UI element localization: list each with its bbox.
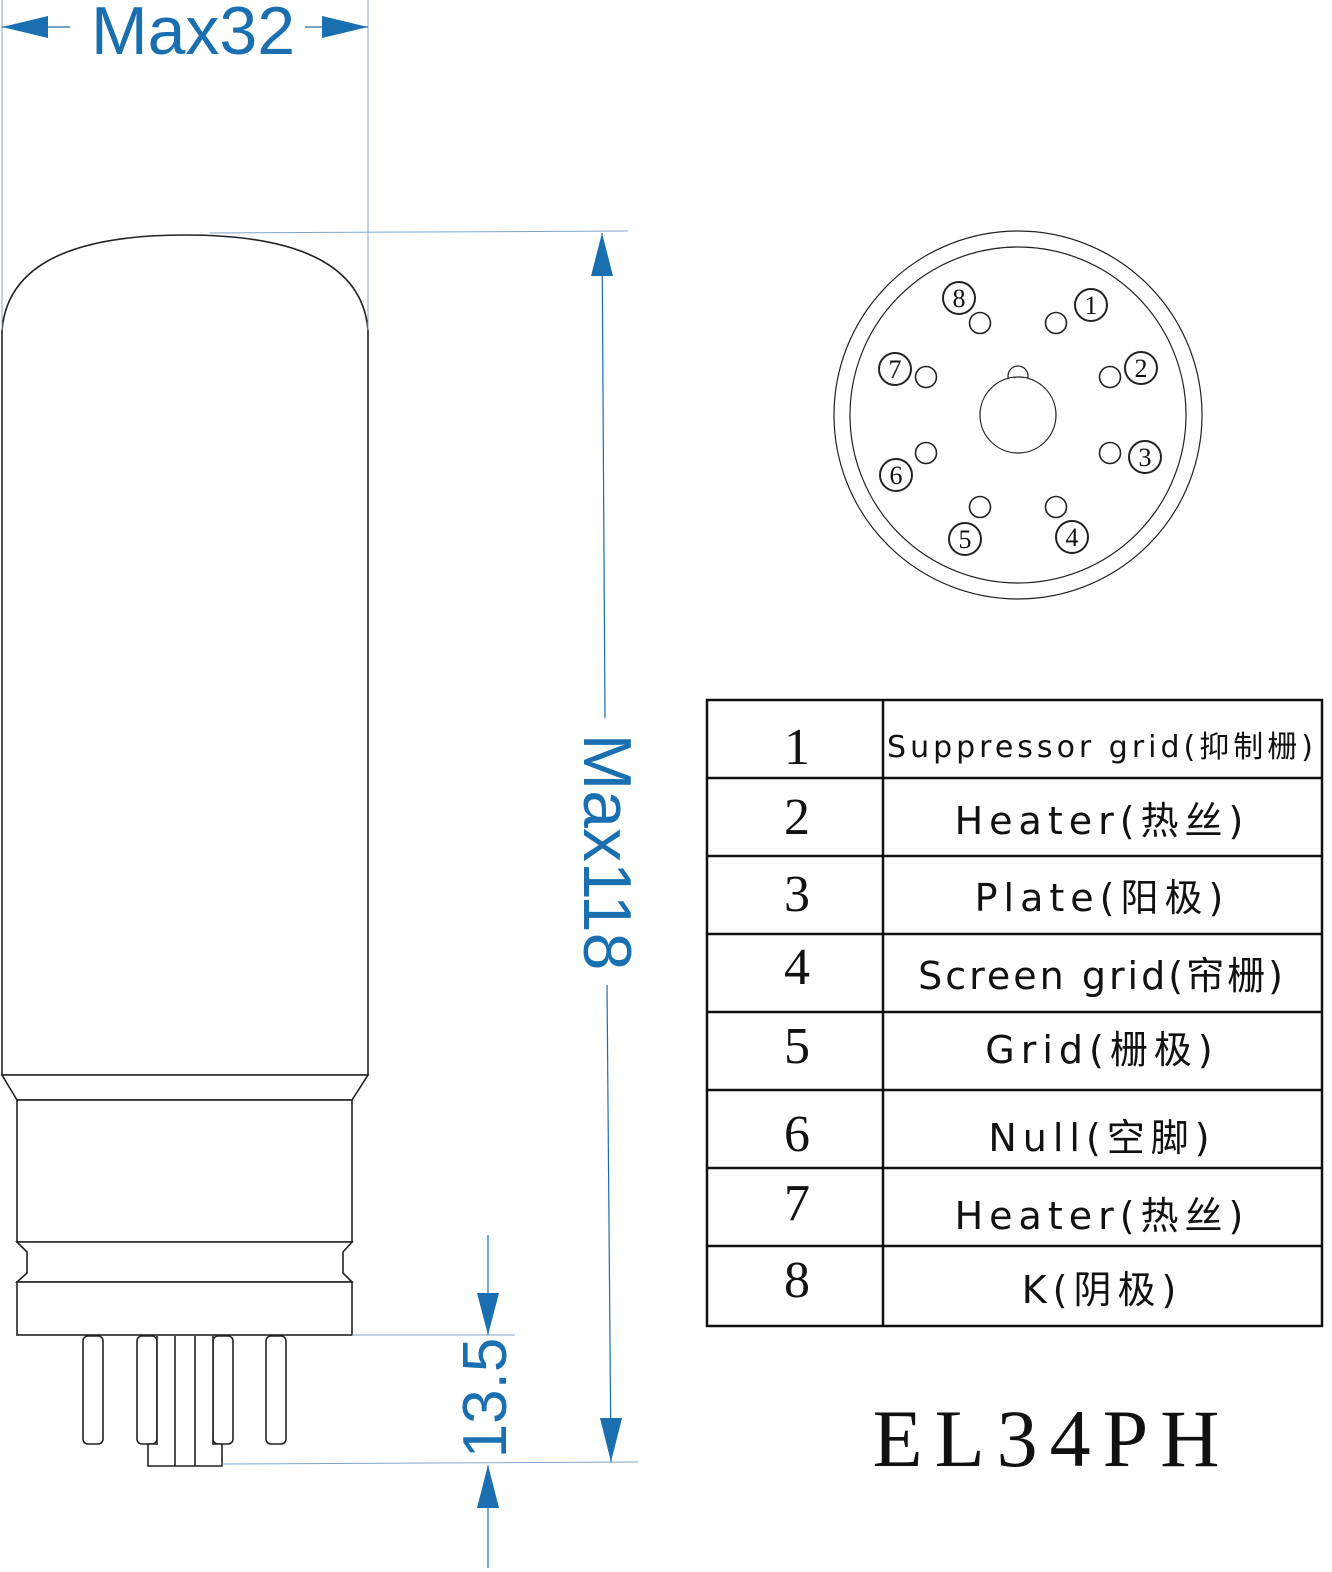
extension-line [221,1461,639,1465]
pin-cell: 4 [784,939,810,996]
table-row: 3 Plate(阳极) [784,866,1230,923]
tube-glass-envelope [1,234,369,1076]
pin-hole [1044,311,1068,335]
pin-number: 3 [1139,443,1152,472]
dimension-line [606,984,612,1463]
pin-hole [914,365,938,389]
table-row: 4 Screen grid(帘栅) [784,939,1286,998]
tube-center-key [147,1336,223,1467]
arrow-up-icon [591,233,613,276]
pin-number: 2 [1135,354,1148,383]
pin-cell: 7 [784,1175,810,1232]
pin-cell: 3 [784,866,810,923]
pin-marker-circle [1055,520,1089,554]
tube-base-ring [14,1241,354,1283]
pin-length-dimension: 13.5 [352,1235,520,1568]
pin-holes [914,311,1122,519]
pin-number: 4 [1066,523,1079,552]
function-cell: Heater(热丝) [955,1194,1250,1238]
pin-number: 8 [953,284,966,313]
pin-function-table: 1 Suppressor grid(抑制栅) 2 Heater(热丝) 3 Pl… [705,698,1324,1328]
function-cell: Suppressor grid(抑制栅) [887,730,1317,765]
arrow-left-icon [2,16,48,38]
socket-pinout: 1 2 3 4 5 6 7 8 [833,230,1203,600]
pin-marker-circle [1128,440,1162,474]
function-cell: Plate(阳极) [975,876,1230,920]
function-cell: K(阴极) [1022,1268,1183,1312]
pin-cell: 6 [784,1106,810,1163]
diameter-dimension: Max32 [1,0,369,330]
function-cell: Heater(热丝) [955,799,1250,843]
arrow-right-icon [322,16,368,38]
pin-cell: 8 [784,1252,810,1309]
tube-drawing [0,234,370,1467]
height-label: Max118 [569,734,645,971]
tube-base-upper [16,1099,353,1243]
dimension-line [601,232,606,719]
pin-hole [1044,495,1068,519]
pin-hole [968,495,992,519]
arrow-down-icon [477,1293,499,1335]
pin-hole [1098,441,1122,465]
pin-cell: 5 [784,1018,810,1075]
tube-pin [82,1335,104,1445]
model-name: EL34PH [873,1393,1232,1484]
pin-marker-circle [1074,288,1108,322]
table-row-dividers [707,776,1322,1248]
arrow-up-icon [477,1465,499,1508]
arrow-down-icon [600,1418,622,1462]
pin-cell: 1 [784,719,810,776]
function-cell: Screen grid(帘栅) [918,954,1286,998]
center-key-hole [979,376,1057,454]
pin-hole [968,311,992,335]
tube-pins [82,1335,287,1467]
table-row: 5 Grid(栅极) [784,1018,1218,1075]
pin-marker-circle [948,522,982,556]
pin-hole [914,441,938,465]
pin-number-markers: 1 2 3 4 5 6 7 8 [878,281,1162,556]
pin-hole [1098,365,1122,389]
table-row: 2 Heater(热丝) [784,789,1250,846]
pin-marker-circle [879,458,913,492]
pin-number: 5 [959,525,972,554]
function-cell: Null(空脚) [988,1116,1215,1160]
table-row: 8 K(阴极) [784,1252,1183,1312]
table-row: 7 Heater(热丝) [784,1175,1250,1238]
extension-line [209,230,629,234]
pin-marker-circle [1124,351,1158,385]
tube-base-lower [16,1281,353,1336]
pin-number: 6 [890,461,903,490]
pin-number: 1 [1085,291,1098,320]
pin-length-label: 13.5 [451,1338,520,1459]
tube-base-chamfer [0,1074,370,1101]
pin-marker-circle [942,281,976,315]
tube-pin [212,1335,234,1445]
notch-mask [1010,378,1026,386]
pin-marker-circle [878,352,912,386]
function-cell: Grid(栅极) [985,1028,1218,1072]
table-row: 6 Null(空脚) [784,1106,1215,1163]
height-dimension: Max118 [209,230,645,1465]
table-row: 1 Suppressor grid(抑制栅) [784,719,1317,776]
tube-pin [136,1335,158,1445]
pin-cell: 2 [784,789,810,846]
diameter-label: Max32 [91,0,295,69]
tube-pin [265,1335,287,1445]
pin-number: 7 [889,355,902,384]
